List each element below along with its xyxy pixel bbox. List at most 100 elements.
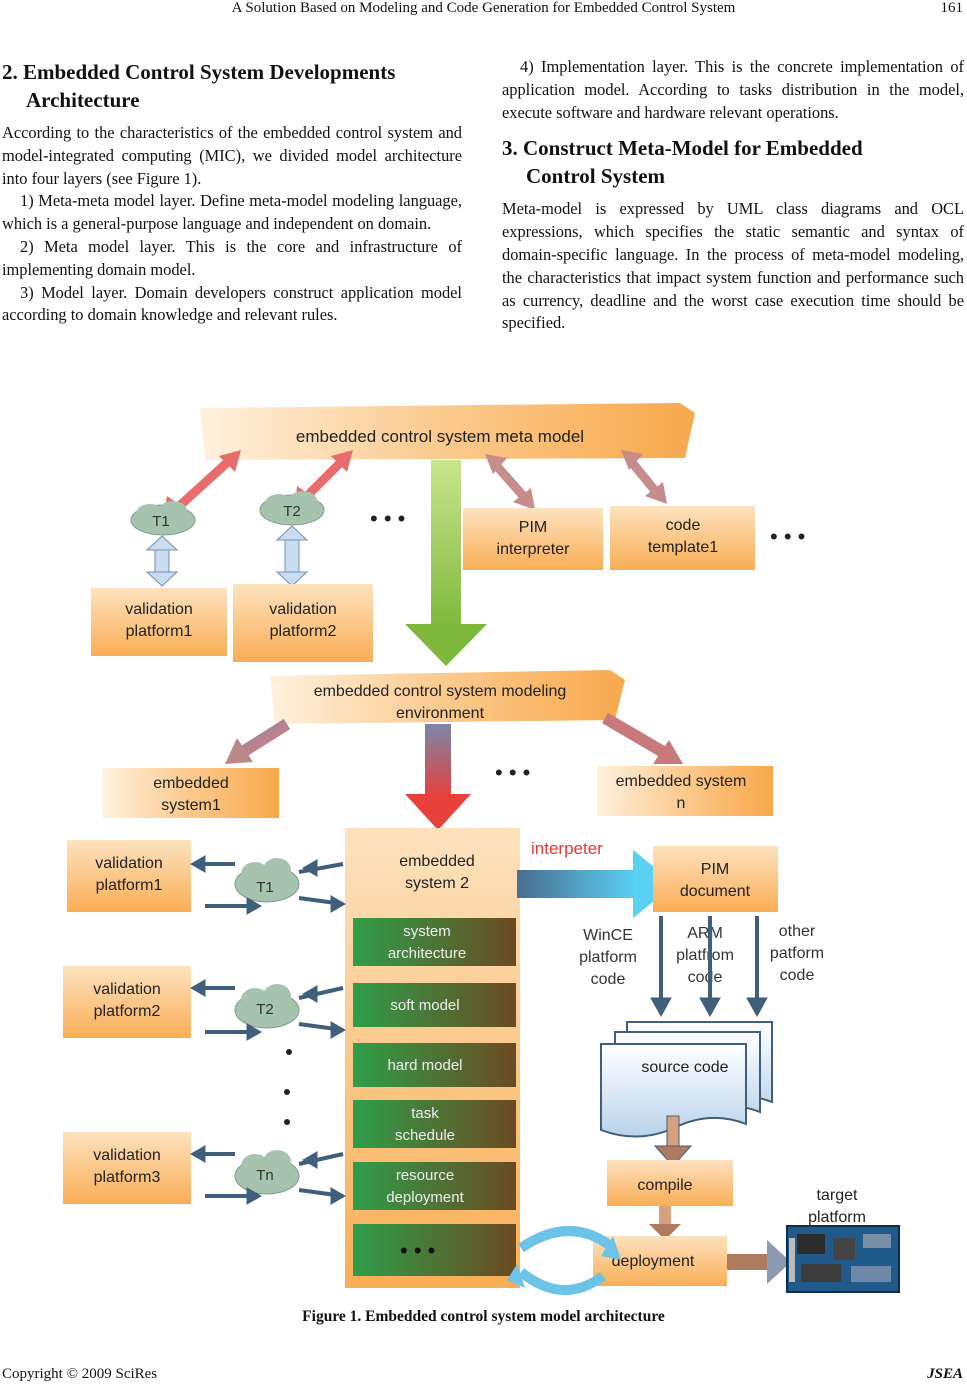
target-platform-board (786, 1225, 900, 1293)
layer-item-3: 3) Model layer. Domain developers constr… (2, 282, 462, 325)
svg-text:platform1: platform1 (96, 877, 163, 894)
pim-interpreter-box: PIM interpreter (463, 508, 603, 570)
source-code-documents: source code (600, 1021, 773, 1138)
svg-text:system: system (403, 923, 451, 940)
env-to-system2-arrow (405, 724, 471, 830)
embedded-systemn-box: embedded system n (597, 766, 773, 816)
svg-text:soft model: soft model (390, 997, 459, 1014)
svg-text:other: other (779, 923, 816, 940)
svg-text:patform: patform (770, 945, 824, 962)
svg-text:deployment: deployment (386, 1189, 464, 1206)
running-title: A Solution Based on Modeling and Code Ge… (231, 0, 736, 16)
validation-platform2-left: validation platform2 (63, 966, 191, 1038)
layer-item-4: 4) Implementation layer. This is the con… (502, 57, 964, 122)
svg-text:architecture: architecture (388, 945, 466, 962)
left-arrows-group2 (189, 979, 347, 1041)
env-to-system1-arrow (225, 718, 291, 764)
interpeter-arrow (517, 850, 675, 918)
page-header: A Solution Based on Modeling and Code Ge… (0, 0, 967, 22)
pim-document-box: PIM document (653, 846, 778, 912)
svg-text:embedded: embedded (153, 775, 229, 792)
svg-text:system 2: system 2 (405, 875, 469, 892)
meta-model-box: embedded control system meta model (200, 403, 695, 460)
cloud-t2-left: T2 (234, 984, 300, 1029)
svg-text:platform2: platform2 (270, 623, 337, 640)
svg-text:• • •: • • • (400, 1238, 435, 1263)
svg-text:validation: validation (95, 855, 163, 872)
svg-text:Tn: Tn (256, 1167, 274, 1184)
svg-text:embedded control system meta m: embedded control system meta model (296, 427, 584, 446)
journal-abbrev: JSEA (927, 1366, 963, 1382)
svg-text:system1: system1 (161, 797, 221, 814)
svg-text:T2: T2 (283, 503, 301, 520)
svg-text:embedded system: embedded system (616, 773, 747, 790)
svg-text:validation: validation (93, 1147, 161, 1164)
svg-text:schedule: schedule (395, 1127, 455, 1144)
svg-text:interpreter: interpreter (497, 541, 571, 558)
meta-to-pim-arrow (485, 454, 535, 510)
cloud-t1-top: T1 (130, 501, 196, 536)
svg-text:validation: validation (125, 601, 193, 618)
arm-platform-code-label: ARM platfrom code (676, 925, 734, 986)
meta-to-template-arrow (621, 450, 667, 504)
cloud-tn-left: Tn (234, 1150, 300, 1195)
svg-text:environment: environment (396, 705, 485, 722)
svg-text:PIM: PIM (701, 861, 729, 878)
right-column: 4) Implementation layer. This is the con… (502, 56, 964, 335)
soft-model-block: soft model (353, 983, 516, 1027)
svg-text:WinCE: WinCE (583, 927, 633, 944)
svg-text:code: code (666, 517, 701, 534)
interpeter-label: interpeter (531, 839, 603, 858)
wince-platform-code-label: WinCE platform code (579, 927, 637, 988)
svg-text:platform2: platform2 (94, 1003, 161, 1020)
svg-text:task: task (411, 1105, 439, 1122)
page-number: 161 (940, 0, 964, 16)
code-template-box: code template1 (610, 506, 755, 570)
section-2-intro: According to the characteristics of the … (2, 123, 462, 188)
svg-text:validation: validation (269, 601, 337, 618)
deployment-feedback-arrows (507, 1226, 621, 1295)
svg-text:n: n (677, 795, 686, 812)
svg-text:resource: resource (396, 1167, 454, 1184)
svg-text:template1: template1 (648, 539, 718, 556)
svg-text:deployment: deployment (612, 1253, 695, 1270)
target-platform-label: target platform (808, 1187, 866, 1226)
hard-model-block: hard model (353, 1043, 516, 1087)
svg-text:target: target (817, 1187, 858, 1204)
validation-platform1-left: validation platform1 (67, 840, 191, 912)
layer-item-2: 2) Meta model layer. This is the core an… (2, 236, 462, 279)
resource-deployment-block: resource deployment (353, 1162, 516, 1210)
t2-validation-arrow (275, 525, 309, 587)
section-3-body: Meta-model is expressed by UML class dia… (502, 199, 964, 333)
middle-dots: • • • (495, 760, 530, 785)
svg-text:platform: platform (808, 1209, 866, 1226)
task-schedule-block: task schedule (353, 1100, 516, 1148)
svg-text:compile: compile (637, 1177, 692, 1194)
deploy-to-target-arrow (727, 1240, 791, 1284)
svg-text:platform3: platform3 (94, 1169, 161, 1186)
svg-text:embedded control system modeli: embedded control system modeling (314, 683, 567, 700)
svg-text:ARM: ARM (687, 925, 723, 942)
top-dots-1: • • • (370, 506, 405, 531)
system-architecture-block: system architecture (353, 918, 516, 966)
cloud-t1-left: T1 (234, 858, 300, 903)
svg-text:embedded: embedded (399, 853, 475, 870)
svg-text:platform: platform (579, 949, 637, 966)
svg-text:platform1: platform1 (126, 623, 193, 640)
validation-platform2-top: validation platform2 (233, 584, 373, 662)
meta-to-modeling-arrow (405, 460, 487, 666)
svg-text:T1: T1 (152, 513, 170, 530)
cloud-t2-top: T2 (259, 491, 325, 526)
svg-text:hard model: hard model (387, 1057, 462, 1074)
other-platform-code-label: other patform code (770, 923, 824, 984)
svg-text:PIM: PIM (519, 519, 547, 536)
more-blocks: • • • (353, 1224, 516, 1276)
page-footer: Copyright © 2009 SciRes JSEA (0, 1366, 967, 1386)
vertical-dots-left (284, 1049, 292, 1125)
left-arrows-group3 (189, 1145, 347, 1205)
left-arrows-group1 (189, 855, 347, 915)
embedded-system1-box: embedded system1 (103, 768, 279, 818)
